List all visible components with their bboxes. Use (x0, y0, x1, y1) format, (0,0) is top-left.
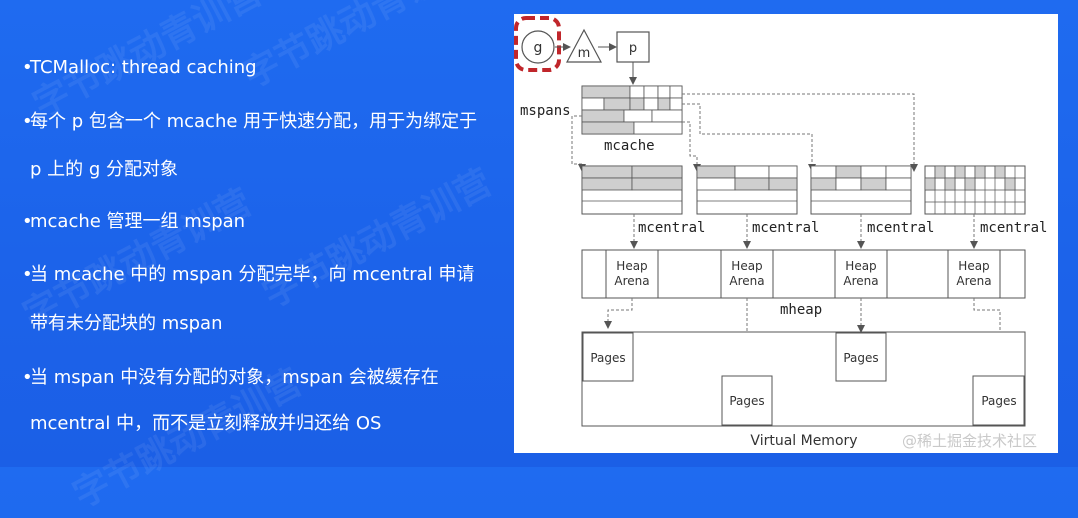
bullet-dot: • (22, 367, 33, 388)
mcentral-box (924, 165, 1026, 215)
mcentral-label: mcentral (980, 220, 1047, 236)
mcentral-label: mcentral (867, 220, 934, 236)
mcentral-to-mheap-links (630, 214, 978, 249)
mcentral-box (696, 165, 798, 215)
bullet-dot: • (22, 57, 33, 78)
virtual-memory-box (581, 331, 1026, 427)
p-box (616, 31, 650, 63)
heap-arena-box (834, 249, 888, 299)
pages-box (835, 332, 887, 382)
m-label: m (578, 46, 591, 61)
bullet-text: mcache 管理一组 mspan (30, 211, 246, 232)
pages-box (721, 375, 773, 426)
bullet-list: • TCMalloc: thread caching • 每个 p 包含一个 m… (0, 0, 510, 467)
pages-label: Pages (981, 394, 1016, 408)
bullet-dot: • (22, 111, 33, 132)
memory-diagram-panel: g m p mspans (514, 14, 1058, 453)
mcache-label: mcache (604, 138, 655, 154)
g-label: g (534, 40, 543, 56)
pages-label: Pages (843, 351, 878, 365)
bullet-dot: • (22, 211, 33, 232)
bullet-text: TCMalloc: thread caching (30, 57, 257, 78)
pages-label: Pages (729, 394, 764, 408)
memory-diagram: g m p mspans (514, 16, 1047, 449)
g-highlight-box (514, 16, 561, 72)
mspans-label: mspans (520, 103, 571, 119)
mheap-label: mheap (780, 302, 822, 318)
pages-box (972, 375, 1025, 426)
bullet-text: 当 mspan 中没有分配的对象，mspan 会被缓存在 (30, 367, 439, 388)
bullet-text: 带有未分配块的 mspan (30, 313, 223, 334)
heap-arena-box (947, 249, 1001, 299)
mcentral-label: mcentral (638, 220, 705, 236)
bullet-dot: • (22, 264, 33, 285)
mcentral-box (581, 165, 683, 215)
p-label: p (629, 41, 637, 56)
mcentral-label: mcentral (752, 220, 819, 236)
pages-box (582, 332, 634, 382)
mcentral-box (810, 165, 912, 215)
pages-label: Pages (590, 351, 625, 365)
virtual-memory-label: Virtual Memory (750, 433, 857, 449)
bullet-text: 每个 p 包含一个 mcache 用于快速分配，用于为绑定于 (30, 111, 478, 132)
mcache-grid (581, 85, 683, 135)
bullet-text: p 上的 g 分配对象 (30, 159, 179, 180)
bullet-text: 当 mcache 中的 mspan 分配完毕，向 mcentral 申请 (30, 264, 475, 285)
m-triangle (566, 28, 602, 63)
bullet-text: mcentral 中，而不是立刻释放并归还给 OS (30, 413, 382, 434)
heap-arena-box (605, 249, 659, 299)
heap-arena-box (720, 249, 774, 299)
g-circle (521, 30, 555, 64)
site-watermark: @稀土掘金技术社区 (902, 432, 1038, 450)
